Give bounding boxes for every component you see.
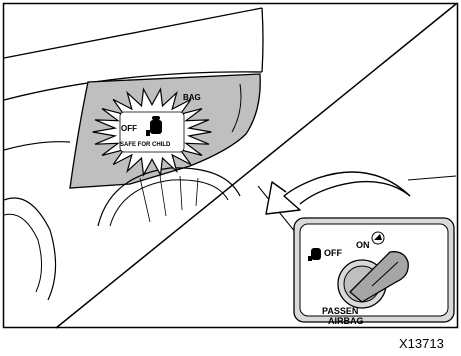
indicator-safe-label: SAFE FOR CHILD	[120, 142, 171, 148]
indicator-bag-label: BAG	[183, 93, 201, 102]
switch-on-label: ON	[356, 240, 370, 250]
switch-passenger-label: PASSEN	[322, 306, 358, 316]
indicator-panel: OFF SAFE FOR CHILD	[120, 112, 184, 152]
figure-code: X13713	[399, 336, 444, 351]
switch-off-label: OFF	[324, 248, 342, 258]
airbag-switch-panel: OFF ON PASSEN AIRBAG	[294, 218, 454, 326]
airbag-icon	[372, 232, 384, 244]
indicator-off-label: OFF	[121, 124, 137, 133]
switch-airbag-label: AIRBAG	[328, 316, 364, 326]
